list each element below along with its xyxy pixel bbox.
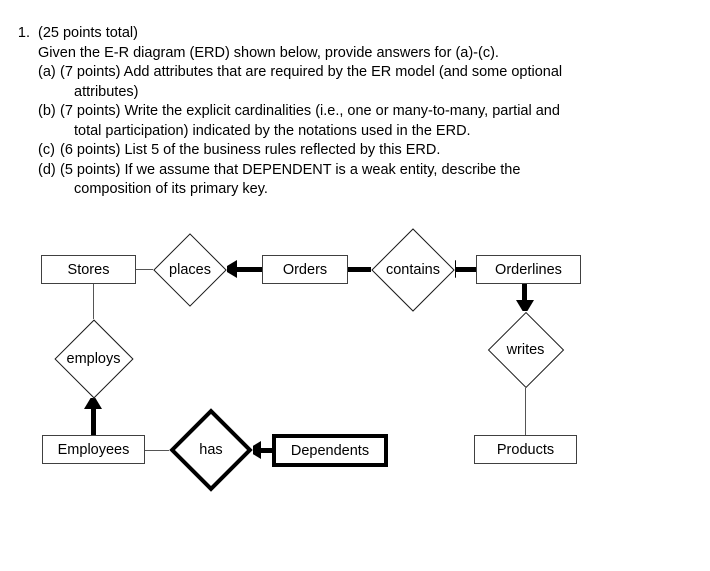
- relationship-contains-label: contains: [385, 262, 440, 278]
- connector-employees-employs: [91, 408, 96, 438]
- subpart-b-text: (7 points) Write the explicit cardinalit…: [60, 102, 690, 141]
- entity-employees-label: Employees: [57, 441, 130, 458]
- subpart-b: (b) (7 points) Write the explicit cardin…: [38, 102, 690, 141]
- relationship-has[interactable]: has: [169, 408, 253, 492]
- subpart-c-line1: (6 points) List 5 of the business rules …: [60, 142, 441, 158]
- connector-writes-products: [525, 388, 526, 438]
- connector-orderlines-contains: [447, 267, 479, 272]
- relationship-places[interactable]: places: [153, 233, 227, 307]
- question-item: 1. (25 points total) Given the E-R diagr…: [0, 24, 710, 200]
- entity-orders-label: Orders: [282, 261, 328, 278]
- entity-stores[interactable]: Stores: [41, 255, 136, 284]
- relationship-employs-label: employs: [66, 350, 121, 367]
- subpart-a-text: (7 points) Add attributes that are requi…: [60, 63, 690, 102]
- entity-products[interactable]: Products: [474, 435, 577, 464]
- entity-dependents-label: Dependents: [290, 442, 370, 459]
- subpart-b-line2: total participation) indicated by the no…: [74, 122, 471, 139]
- subpart-d-text: (5 points) If we assume that DEPENDENT i…: [60, 161, 690, 200]
- entity-products-label: Products: [496, 441, 555, 458]
- connector-orders-places: [228, 267, 264, 272]
- subpart-b-label: (b): [38, 103, 56, 119]
- relationship-has-label: has: [199, 442, 223, 458]
- question-number: 1.: [17, 25, 30, 41]
- question-total-points: (25 points total): [38, 25, 138, 41]
- entity-orderlines-label: Orderlines: [495, 261, 562, 278]
- subpart-b-line1: (7 points) Write the explicit cardinalit…: [60, 103, 560, 119]
- entity-employees[interactable]: Employees: [42, 435, 145, 464]
- entity-orderlines[interactable]: Orderlines: [476, 255, 581, 284]
- subpart-d-line1: (5 points) If we assume that DEPENDENT i…: [60, 161, 521, 178]
- question-body: (25 points total) Given the E-R diagram …: [38, 24, 710, 200]
- subpart-d-label: (d): [38, 161, 56, 178]
- connector-employees-has: [144, 450, 174, 451]
- question-intro: Given the E-R diagram (ERD) shown below,…: [38, 44, 499, 61]
- subpart-a-label: (a): [38, 64, 56, 80]
- relationship-writes[interactable]: writes: [487, 311, 564, 388]
- entity-dependents[interactable]: Dependents: [272, 434, 388, 467]
- relationship-contains[interactable]: contains: [371, 228, 455, 312]
- connector-orderlines-writes: [522, 282, 527, 308]
- relationship-writes-label: writes: [506, 341, 545, 358]
- subpart-d: (d) (5 points) If we assume that DEPENDE…: [38, 161, 690, 200]
- subpart-a-line1: (7 points) Add attributes that are requi…: [60, 64, 563, 80]
- subpart-d-line2: composition of its primary key.: [74, 181, 268, 197]
- connector-orders-contains: [346, 267, 382, 272]
- entity-orders[interactable]: Orders: [262, 255, 348, 284]
- connector-stores-places: [135, 269, 162, 270]
- subpart-a-line2: attributes): [74, 83, 139, 100]
- subpart-c-label: (c): [38, 142, 55, 158]
- question-block: 1. (25 points total) Given the E-R diagr…: [0, 0, 710, 200]
- subpart-a: (a) (7 points) Add attributes that are r…: [38, 63, 690, 102]
- connector-dependents-has: [252, 448, 276, 453]
- relationship-places-label: places: [169, 262, 211, 278]
- connector-stores-employs: [93, 281, 94, 323]
- relationship-employs[interactable]: employs: [53, 318, 134, 399]
- entity-stores-label: Stores: [67, 261, 110, 278]
- subpart-c-text: (6 points) List 5 of the business rules …: [60, 141, 690, 161]
- subpart-c: (c) (6 points) List 5 of the business ru…: [38, 141, 690, 161]
